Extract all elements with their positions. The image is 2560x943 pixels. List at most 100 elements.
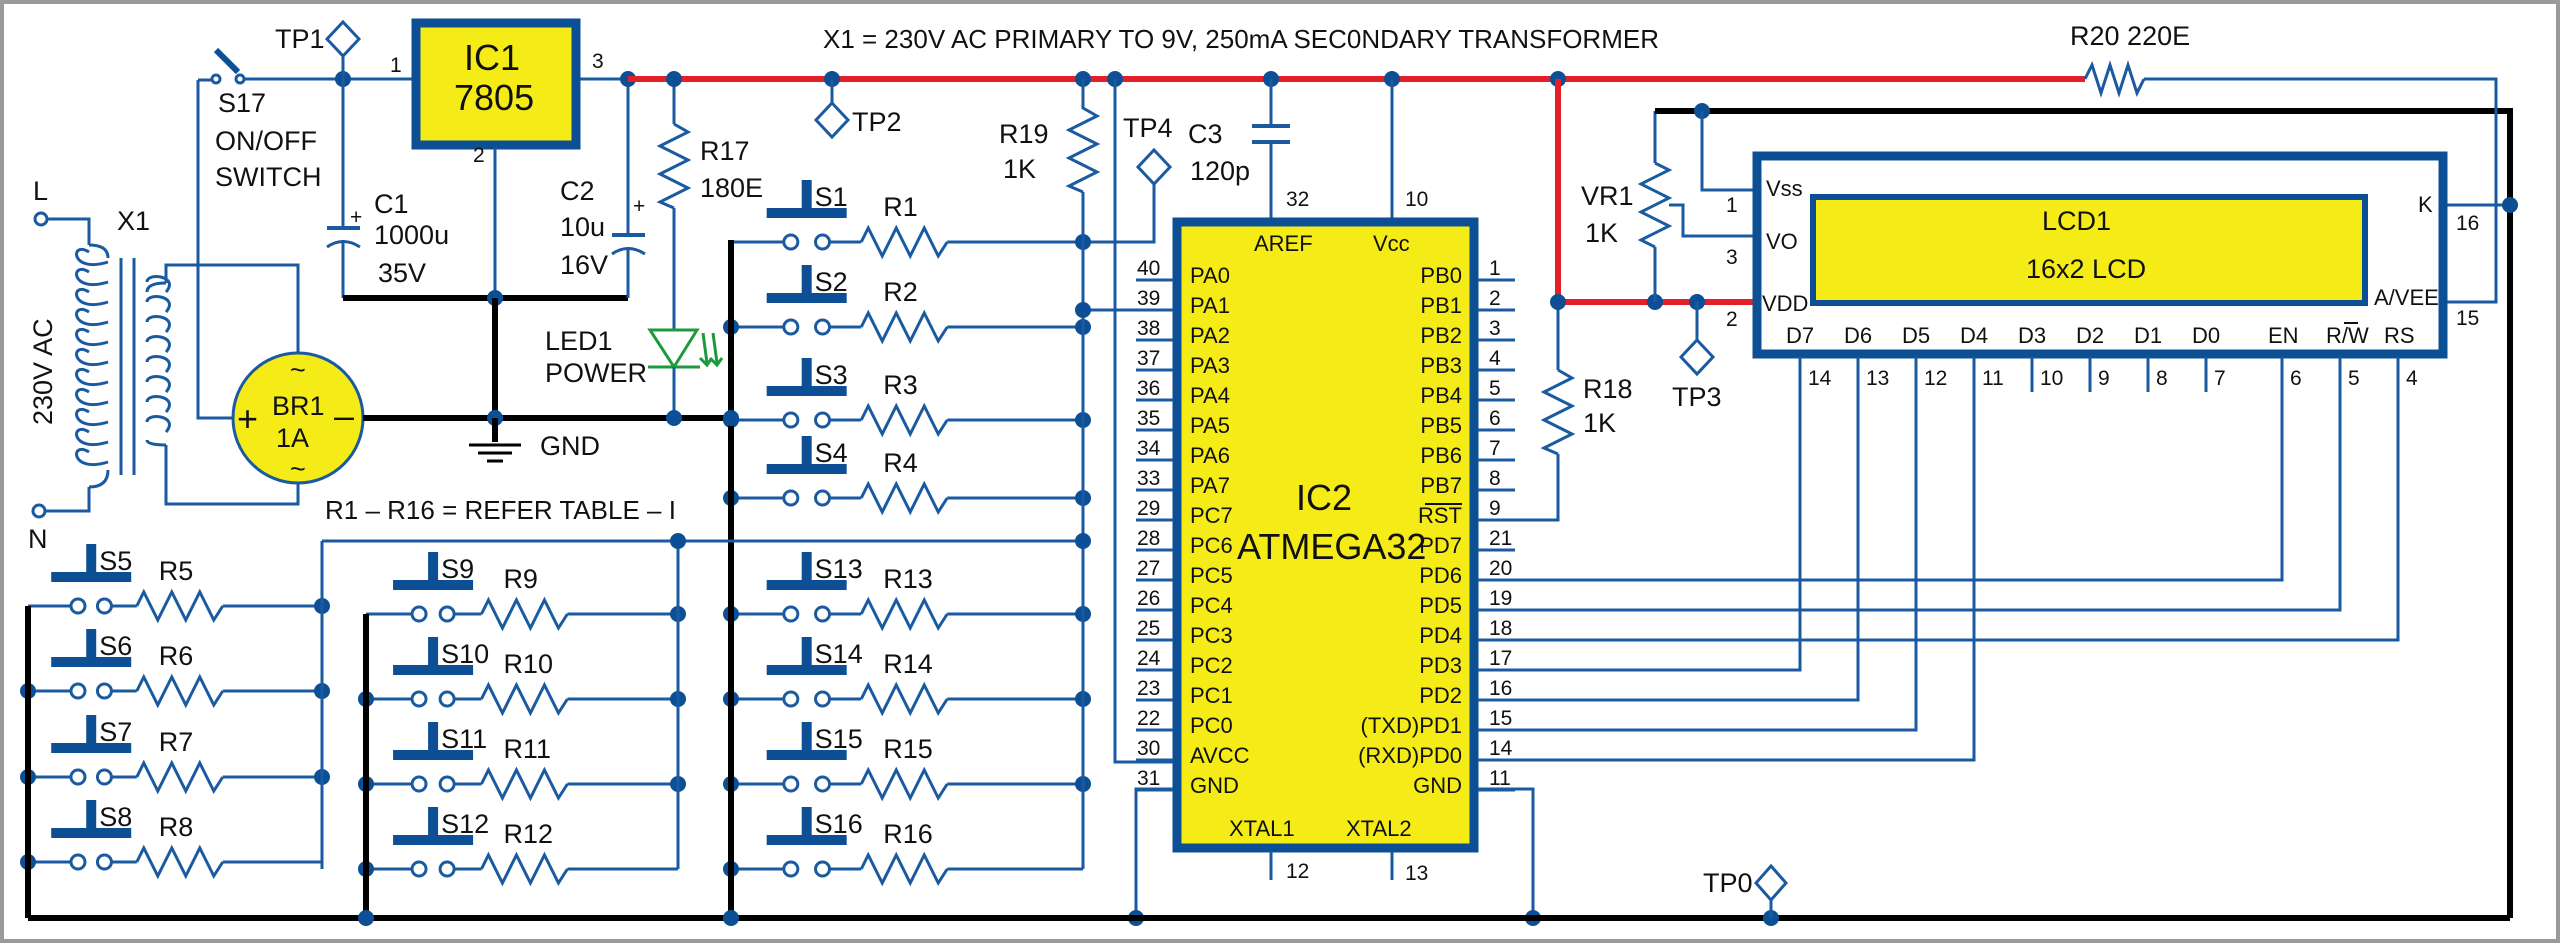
- regulator-pin-gnd: 2: [473, 144, 485, 167]
- push-button-bar: [393, 750, 474, 760]
- vr1-wiper: [1669, 203, 1753, 238]
- switch-contact: [95, 853, 113, 871]
- push-button[interactable]: [766, 358, 847, 396]
- regulator-part: 7805: [454, 77, 534, 118]
- resistor-name: R14: [883, 649, 933, 679]
- switch-contact: [814, 411, 832, 429]
- push-button-bar: [51, 572, 132, 582]
- mcu-pin-number: 23: [1137, 677, 1160, 700]
- mcu-pin-name: PA2: [1190, 323, 1230, 348]
- switch-contact: [782, 411, 800, 429]
- mcu-name: IC2: [1296, 477, 1352, 518]
- push-button[interactable]: [393, 722, 474, 760]
- mcu-pin-name: PB7: [1420, 473, 1462, 498]
- switch-contact: [782, 318, 800, 336]
- tp1-marker[interactable]: [324, 19, 362, 59]
- tp3-label: TP3: [1672, 382, 1722, 412]
- live-terminal: [33, 211, 49, 227]
- mcu-pin-number: 36: [1137, 377, 1160, 400]
- switch-contact: [438, 605, 456, 623]
- keypad-resistor: [135, 844, 225, 880]
- mcu-pin-name: PC1: [1190, 683, 1233, 708]
- transformer-primary-coil: [75, 243, 110, 489]
- push-button[interactable]: [393, 637, 474, 675]
- mcu-pin-vcc: Vcc: [1373, 231, 1410, 256]
- lcd-data-wire: [1515, 392, 1802, 672]
- mcu-pin-num-xtal1: 12: [1286, 860, 1309, 883]
- push-button[interactable]: [51, 715, 132, 753]
- lcd-pin-name: D7: [1786, 323, 1814, 348]
- push-button[interactable]: [766, 722, 847, 760]
- resistor-table-note: R1 – R16 = REFER TABLE – I: [325, 495, 676, 525]
- mcu-pin-number: 20: [1489, 557, 1512, 580]
- push-button[interactable]: [51, 629, 132, 667]
- push-button[interactable]: [766, 552, 847, 590]
- resistor-name: R16: [883, 819, 933, 849]
- push-button-bar: [51, 657, 132, 667]
- led-name: LED1: [545, 326, 613, 356]
- vss-wire: [1700, 111, 1753, 192]
- mcu-pin-number: 9: [1489, 497, 1501, 520]
- lcd-pin-name: D3: [2018, 323, 2046, 348]
- tp2-marker[interactable]: [813, 100, 851, 140]
- push-button[interactable]: [766, 265, 847, 303]
- push-button[interactable]: [393, 552, 474, 590]
- switch-contact: [69, 597, 87, 615]
- lcd-pin-number: 7: [2214, 367, 2226, 390]
- switch-name: S16: [815, 809, 863, 839]
- r17-name: R17: [700, 136, 750, 166]
- r20-value: 220E: [2127, 21, 2190, 51]
- power-led: [647, 328, 724, 370]
- lcd-pin-vo: VO: [1766, 229, 1798, 254]
- primary-lead: [88, 243, 110, 489]
- mcu-pin-number: 2: [1489, 287, 1501, 310]
- r19-value: 1K: [1003, 154, 1036, 184]
- keypad-resistor: [480, 596, 569, 632]
- resistor-name: R4: [883, 448, 918, 478]
- lcd-pin-number: 9: [2098, 367, 2110, 390]
- power-switch[interactable]: S17 ON/OFF SWITCH: [198, 47, 321, 192]
- push-button[interactable]: [393, 807, 474, 845]
- push-button[interactable]: [766, 637, 847, 675]
- lcd-data-wire: [1515, 392, 2284, 582]
- switch-contact: [782, 489, 800, 507]
- bridge-name: BR1: [272, 391, 325, 421]
- keypad-resistor: [480, 851, 569, 887]
- tp0-label: TP0: [1703, 868, 1753, 898]
- mcu-pin-name: PC3: [1190, 623, 1233, 648]
- switch-name: S7: [99, 717, 132, 747]
- push-button[interactable]: [51, 800, 132, 838]
- push-button-plunger: [86, 715, 97, 745]
- tp4-marker[interactable]: [1135, 147, 1173, 187]
- tp3-marker[interactable]: [1678, 337, 1716, 377]
- switch-lever[interactable]: [213, 47, 241, 75]
- lcd-pin-name: D1: [2134, 323, 2162, 348]
- ground-label: GND: [540, 431, 600, 461]
- mcu-pin-number: 6: [1489, 407, 1501, 430]
- switch-contact: [210, 73, 222, 85]
- push-button[interactable]: [51, 544, 132, 582]
- switch-contact: [814, 318, 832, 336]
- push-button[interactable]: [766, 807, 847, 845]
- mcu-pin-number: 15: [1489, 707, 1512, 730]
- mcu-pin-name: PA7: [1190, 473, 1230, 498]
- lcd-pin-name: D0: [2192, 323, 2220, 348]
- switch-contact: [814, 690, 832, 708]
- resistor-name: R15: [883, 734, 933, 764]
- push-button[interactable]: [766, 436, 847, 474]
- mcu-gnd11-wire: [1478, 787, 1535, 918]
- tp0-marker[interactable]: [1753, 863, 1789, 903]
- switch-name: S5: [99, 546, 132, 576]
- mcu-pin-num-vcc: 10: [1405, 188, 1428, 211]
- keypad-resistor: [859, 766, 949, 802]
- keypad-resistor: [859, 309, 949, 345]
- mcu-pin-name: PC6: [1190, 533, 1233, 558]
- push-button[interactable]: [766, 180, 847, 218]
- mcu-pin-name: PA6: [1190, 443, 1230, 468]
- c2-voltage: 16V: [560, 250, 608, 280]
- lcd-pin-number: 13: [1866, 367, 1889, 390]
- lcd-pin-num-15: 15: [2456, 307, 2479, 330]
- switch-contact: [814, 233, 832, 251]
